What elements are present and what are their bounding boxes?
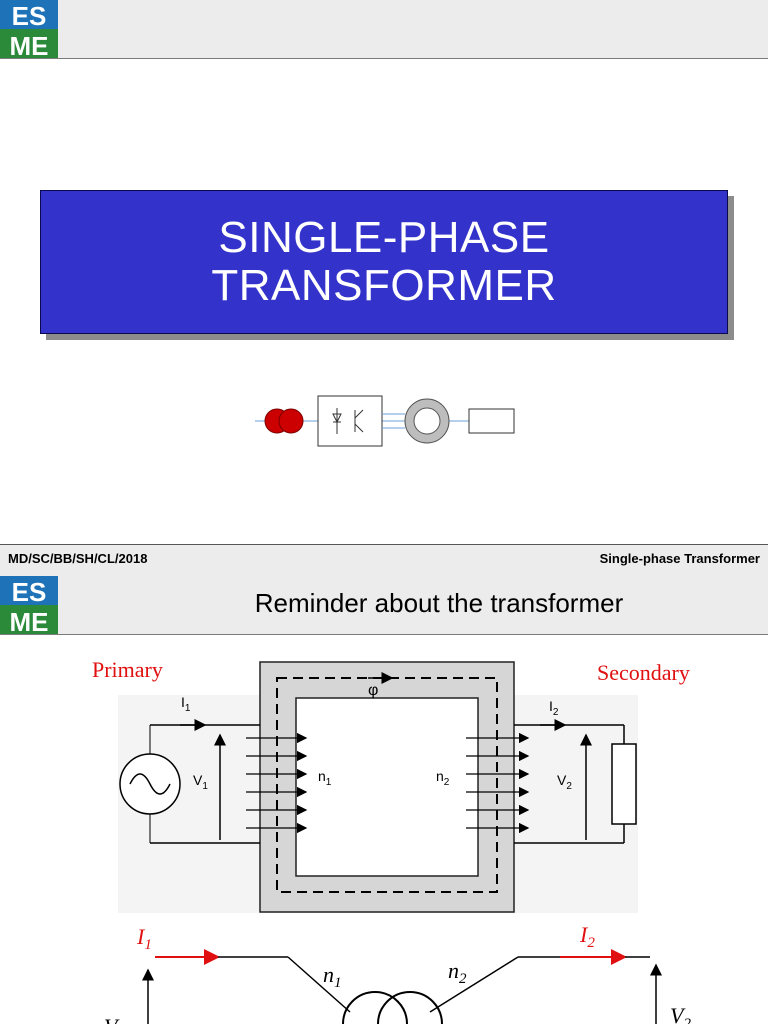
footer-course: Single-phase Transformer bbox=[599, 551, 760, 566]
footer-authors: MD/SC/BB/SH/CL/2018 bbox=[8, 551, 148, 566]
core-window bbox=[295, 697, 479, 877]
flux-path bbox=[276, 677, 498, 893]
esme-logo-2: ES ME bbox=[0, 576, 58, 634]
slide2-header bbox=[0, 572, 768, 635]
n1-label: n1 bbox=[318, 768, 332, 788]
transformer-diagram: Primary Secondary φ I1 V1 n1 n2 I2 bbox=[92, 657, 691, 1024]
esme-logo: ES ME bbox=[0, 0, 58, 58]
title-box: SINGLE-PHASE TRANSFORMER bbox=[40, 190, 728, 334]
slide2-title: Reminder about the transformer bbox=[254, 588, 624, 618]
transformer-coil-2-icon bbox=[377, 991, 443, 1024]
lower-i2-label: I2 bbox=[579, 922, 595, 951]
svg-text:ES: ES bbox=[12, 577, 47, 607]
i2-label: I2 bbox=[549, 698, 559, 718]
footer-bar: MD/SC/BB/SH/CL/2018 Single-phase Transfo… bbox=[0, 544, 768, 573]
lower-i1-label: I1 bbox=[136, 924, 152, 953]
lower-v1-label: V1 bbox=[104, 1014, 125, 1024]
lower-n2-label: n2 bbox=[448, 958, 467, 987]
svg-text:ME: ME bbox=[10, 31, 49, 58]
v2-label: V2 bbox=[557, 772, 572, 792]
conversion-chain-icon bbox=[255, 395, 515, 447]
flux-label: φ bbox=[368, 682, 378, 699]
transformer-coil-1-icon bbox=[342, 991, 408, 1024]
lower-n1-label: n1 bbox=[323, 962, 342, 991]
load-resistor-icon bbox=[611, 743, 637, 825]
n2-label: n2 bbox=[436, 768, 450, 788]
primary-label: Primary bbox=[92, 657, 163, 682]
i1-label: I1 bbox=[181, 694, 191, 714]
title-line-1: SINGLE-PHASE bbox=[218, 213, 550, 262]
title-line-2: TRANSFORMER bbox=[211, 261, 557, 310]
slide-header bbox=[0, 0, 768, 59]
svg-text:ME: ME bbox=[10, 607, 49, 634]
svg-text:ES: ES bbox=[12, 1, 47, 31]
v1-label: V1 bbox=[193, 772, 208, 792]
lower-v2-label: V2 bbox=[670, 1003, 691, 1024]
secondary-label: Secondary bbox=[597, 660, 690, 685]
